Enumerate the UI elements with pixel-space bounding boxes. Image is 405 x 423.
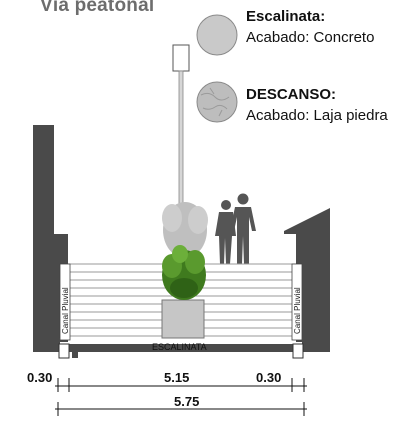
legend-concrete-value: Acabado: Concreto [246, 29, 375, 46]
dimension-lines [55, 378, 307, 416]
rain-channel-right [291, 263, 303, 341]
dimension-right: 0.30 [256, 370, 282, 385]
stone-swatch-icon [196, 81, 238, 123]
legend-concrete-title: Escalinata: [246, 8, 326, 25]
stair-label: ESCALINATA [152, 342, 207, 352]
pedestrian-silhouettes [215, 193, 256, 264]
concrete-swatch-icon [196, 14, 238, 56]
planter-box [161, 299, 205, 339]
legend-stone-value: Acabado: Laja piedra [246, 107, 388, 124]
green-shrub [162, 245, 206, 300]
dimension-middle: 5.15 [164, 370, 190, 385]
legend-stone-title: DESCANSO: [246, 86, 337, 103]
page-title: Vía peatonal [40, 0, 155, 16]
background-shrub [162, 202, 208, 258]
dimension-left: 0.30 [27, 370, 53, 385]
drain-pipes [58, 343, 304, 359]
base-slab [33, 338, 330, 358]
left-wall [33, 125, 68, 342]
channel-label-left: Canal Pluvial [61, 287, 70, 334]
right-wall [284, 208, 330, 342]
dimension-total: 5.75 [174, 394, 200, 409]
channel-label-right: Canal Pluvial [293, 287, 302, 334]
rain-channel-left [59, 263, 71, 341]
